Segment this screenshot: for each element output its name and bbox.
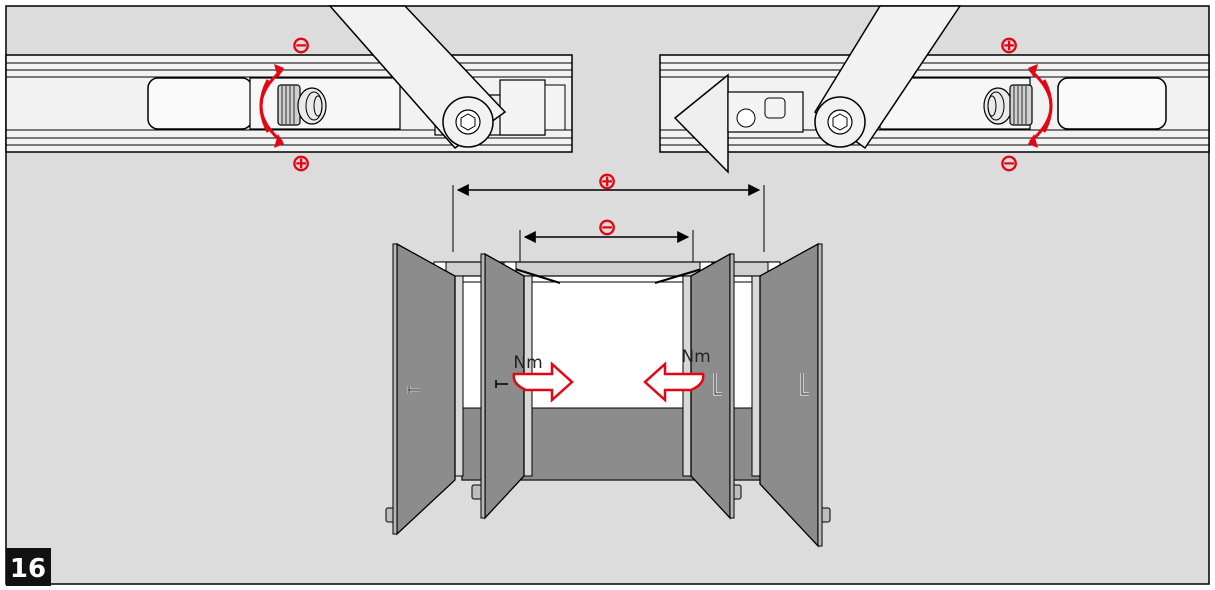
door-handle-icon — [495, 380, 508, 388]
torque-arrow-right: Nm — [643, 347, 711, 403]
left-top-minus-symbol: ⊖ — [291, 31, 311, 59]
right-damper-cylinder — [1057, 77, 1167, 130]
torque-label-left: Nm — [513, 353, 542, 373]
right-catch-trigger — [673, 73, 804, 174]
width-dimension-minus: ⊖ — [519, 213, 694, 262]
right-adjusting-screw — [983, 84, 1033, 126]
torque-label-right: Nm — [681, 347, 710, 367]
door-inner-left — [480, 252, 525, 520]
dimension-minus-symbol: ⊖ — [597, 213, 617, 241]
door-inner-right — [690, 252, 735, 520]
width-dimension-plus: ⊕ — [452, 167, 765, 252]
door-outer-right — [759, 242, 823, 548]
left-bottom-plus-symbol: ⊕ — [291, 149, 311, 177]
left-damper-cylinder — [147, 77, 253, 130]
right-scissor-arm — [813, 5, 962, 150]
dimension-plus-symbol: ⊕ — [597, 167, 617, 195]
torque-arrow-left: Nm — [512, 353, 574, 403]
door-outer-left — [392, 242, 456, 536]
right-bottom-minus-symbol: ⊖ — [999, 149, 1019, 177]
left-adjusting-screw — [277, 84, 327, 126]
step-number-badge: 16 — [6, 548, 51, 586]
left-scissor-arm — [328, 5, 507, 150]
step-number: 16 — [10, 554, 46, 584]
left-rail-detail: ⊖ ⊕ — [5, 5, 573, 177]
right-top-plus-symbol: ⊕ — [999, 31, 1019, 59]
right-rail-detail: ⊕ ⊖ — [659, 5, 1210, 177]
